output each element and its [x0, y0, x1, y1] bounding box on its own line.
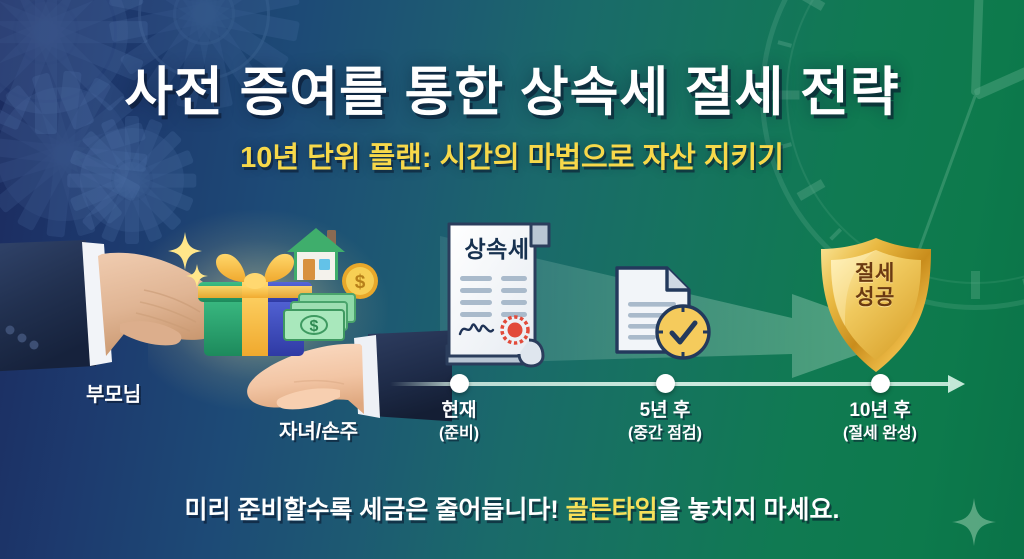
svg-text:$: $: [310, 318, 319, 335]
child-label: 자녀/손주: [279, 421, 359, 443]
sparkle-icon: [168, 232, 202, 270]
timeline-milestone: 5년 후 (중간 점검): [565, 400, 765, 444]
timeline-arrowhead-icon: [948, 375, 965, 393]
gift-box-icon: [198, 253, 312, 356]
timeline-milestone-label: 현재: [441, 400, 477, 421]
page-title: 사전 증여를 통한 상속세 절세 전략: [124, 63, 900, 122]
timeline-milestone-sublabel: (준비): [438, 424, 480, 442]
footer-part2: 을 놓치지 마세요.: [657, 496, 840, 524]
parent-label: 부모님: [86, 384, 142, 406]
timeline-milestone-sublabel: (절세 완성): [843, 424, 917, 442]
coin-icon: $: [342, 263, 378, 299]
money-bills-icon: $: [283, 293, 356, 341]
child-hand-graphic: [247, 330, 452, 422]
timeline-dot[interactable]: [655, 374, 675, 393]
timeline-milestone-sublabel: (중간 점검): [628, 424, 702, 442]
timeline-milestone: 10년 후 (절세 완성): [780, 400, 980, 444]
success-shield-icon: [821, 238, 931, 372]
footer-part1: 미리 준비할수록 세금은 줄어듭니다!: [184, 496, 566, 524]
page-subtitle: 10년 단위 플랜: 시간의 마법으로 자산 지키기: [240, 142, 784, 174]
shield-label: 절세 성공: [815, 262, 935, 310]
timeline-milestone-label: 5년 후: [639, 400, 691, 421]
house-icon: [287, 228, 345, 280]
parent-hand-graphic: [0, 240, 228, 372]
sparkle-icon: [186, 264, 208, 288]
timeline-dot[interactable]: [870, 374, 890, 393]
timeline: 현재 (준비) 5년 후 (중간 점검) 10년 후 (절세 완성): [0, 368, 1024, 442]
footer-caption: 미리 준비할수록 세금은 줄어듭니다! 골든타임을 놓치지 마세요.: [0, 490, 1024, 526]
scroll-title-label: 상속세: [464, 236, 530, 262]
shield-label-line1: 절세: [855, 262, 895, 285]
timeline-milestone-label: 10년 후: [849, 400, 911, 421]
inheritance-tax-scroll-icon: [445, 222, 551, 368]
timeline-dot[interactable]: [449, 374, 469, 393]
footer-highlight: 골든타임: [565, 496, 658, 524]
shield-label-line2: 성공: [855, 285, 895, 309]
svg-text:$: $: [355, 272, 366, 293]
checked-document-icon: [615, 266, 711, 360]
timeline-milestone: 현재 (준비): [359, 400, 559, 444]
